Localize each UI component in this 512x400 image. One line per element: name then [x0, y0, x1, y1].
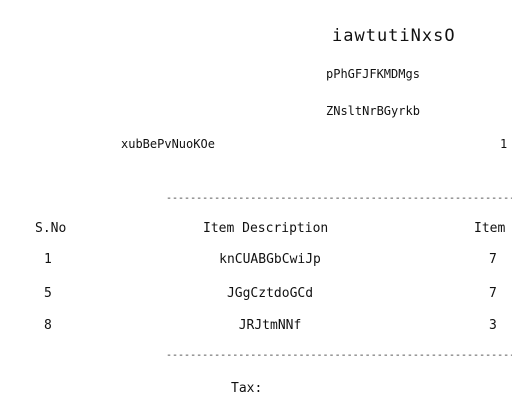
receipt-meta-left: xubBePvNuoKOe [121, 137, 215, 151]
table-row: 5 JGgCztdoGCd 7 [0, 286, 512, 306]
row-sno: 8 [44, 318, 52, 333]
column-header-sno: S.No [35, 221, 67, 236]
tax-label: Tax: [231, 381, 263, 396]
receipt-meta-right: 1 [500, 137, 508, 151]
table-row: 8 JRJtmNNf 3 [0, 318, 512, 338]
store-name: iawtutiNxsO [332, 26, 456, 46]
separator-top: ----------------------------------------… [166, 193, 512, 204]
row-sno: 1 [44, 252, 52, 267]
separator-bottom: ----------------------------------------… [166, 350, 512, 361]
row-description: knCUABGbCwiJp [219, 252, 321, 267]
row-item-qty: 7 [489, 286, 497, 301]
store-address-line-2: ZNsltNrBGyrkb [326, 104, 420, 118]
row-item-qty: 3 [489, 318, 497, 333]
row-description: JRJtmNNf [238, 318, 302, 333]
row-description: JGgCztdoGCd [226, 286, 314, 301]
row-item-qty: 7 [489, 252, 497, 267]
table-row: 1 knCUABGbCwiJp 7 [0, 252, 512, 272]
column-header-item: Item [474, 221, 506, 236]
store-address-line-1: pPhGFJFKMDMgs [326, 67, 420, 81]
column-header-description: Item Description [203, 221, 329, 236]
row-sno: 5 [44, 286, 52, 301]
